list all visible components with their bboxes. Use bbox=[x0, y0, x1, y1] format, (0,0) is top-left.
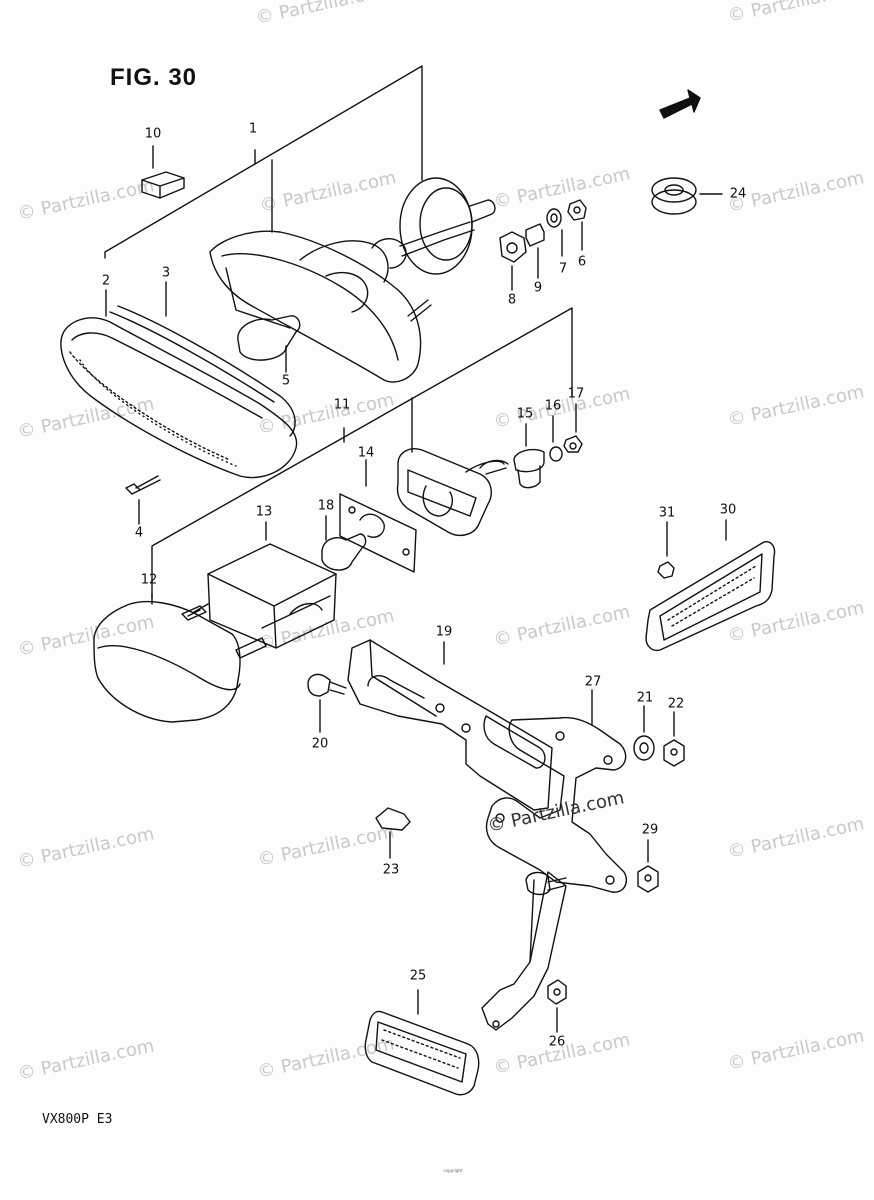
callout-22: 22 bbox=[667, 696, 685, 712]
callout-30: 30 bbox=[719, 502, 737, 518]
part-18-bulb bbox=[321, 515, 367, 571]
callout-19: 19 bbox=[435, 624, 453, 640]
part-4-screw bbox=[125, 475, 161, 525]
callout-5: 5 bbox=[281, 373, 291, 389]
callout-23: 23 bbox=[382, 862, 400, 878]
part-1-housing bbox=[209, 230, 432, 383]
part-10-cushion bbox=[141, 145, 185, 199]
callout-11: 11 bbox=[333, 397, 351, 413]
callout-13: 13 bbox=[255, 504, 273, 520]
part-stems bbox=[181, 605, 267, 659]
callout-10: 10 bbox=[144, 126, 162, 142]
part-17-nut bbox=[563, 403, 583, 453]
part-31-nut bbox=[657, 521, 675, 579]
part-16-washer bbox=[549, 415, 563, 462]
part-30-reflector bbox=[645, 519, 776, 652]
callout-3: 3 bbox=[161, 265, 171, 281]
part-22-nut bbox=[663, 711, 685, 767]
callout-17: 17 bbox=[567, 386, 585, 402]
part-26-nut bbox=[547, 979, 567, 1033]
part-19-bracket bbox=[347, 639, 553, 811]
leader-bracket-1 bbox=[104, 65, 423, 259]
part-rubber-cover bbox=[399, 177, 496, 275]
part-6-nut bbox=[567, 199, 587, 251]
callout-25: 25 bbox=[409, 968, 427, 984]
part-27-bracket bbox=[485, 689, 628, 893]
callout-20: 20 bbox=[311, 736, 329, 752]
callout-7: 7 bbox=[558, 261, 568, 277]
figure-title: FIG. 30 bbox=[110, 64, 198, 91]
callout-6: 6 bbox=[577, 254, 587, 270]
part-7-washer bbox=[546, 208, 563, 257]
part-15-grommet bbox=[513, 423, 545, 489]
callout-18: 18 bbox=[317, 498, 335, 514]
part-25-reflector bbox=[364, 989, 480, 1096]
part-socket-cable bbox=[371, 221, 475, 269]
callout-4: 4 bbox=[134, 525, 144, 541]
part-20-bolt bbox=[307, 673, 347, 733]
part-29-nut bbox=[637, 839, 659, 893]
copyright-fine-print: copyright bbox=[443, 1168, 463, 1173]
part-21-washer bbox=[633, 705, 655, 761]
callout-12: 12 bbox=[140, 572, 158, 588]
callout-15: 15 bbox=[516, 406, 534, 422]
callout-16: 16 bbox=[544, 398, 562, 414]
callout-27: 27 bbox=[584, 674, 602, 690]
callout-2: 2 bbox=[101, 273, 111, 289]
part-11-license-lamp bbox=[396, 448, 509, 537]
part-3-gasket bbox=[109, 281, 296, 437]
leader-bracket-11 bbox=[151, 307, 573, 599]
part-14-lens-plate bbox=[339, 459, 417, 573]
part-23-clip bbox=[375, 807, 411, 859]
part-5-bulb bbox=[237, 315, 301, 373]
part-2-lens bbox=[60, 289, 298, 479]
part-13-housing bbox=[207, 521, 337, 649]
callout-29: 29 bbox=[641, 822, 659, 838]
callout-24: 24 bbox=[729, 186, 747, 202]
callout-8: 8 bbox=[507, 292, 517, 308]
part-12-turn-signal bbox=[93, 593, 241, 723]
part-9-collar bbox=[525, 223, 545, 279]
model-code: VX800P E3 bbox=[42, 1112, 113, 1127]
part-24-grommet bbox=[651, 177, 723, 215]
part-stay bbox=[481, 871, 567, 1031]
callout-14: 14 bbox=[357, 445, 375, 461]
callout-31: 31 bbox=[658, 505, 676, 521]
callout-9: 9 bbox=[533, 280, 543, 296]
callout-21: 21 bbox=[636, 690, 654, 706]
callout-1: 1 bbox=[248, 121, 258, 137]
callout-26: 26 bbox=[548, 1034, 566, 1050]
part-8-bolt bbox=[499, 231, 527, 291]
forward-arrow-icon bbox=[659, 89, 701, 119]
